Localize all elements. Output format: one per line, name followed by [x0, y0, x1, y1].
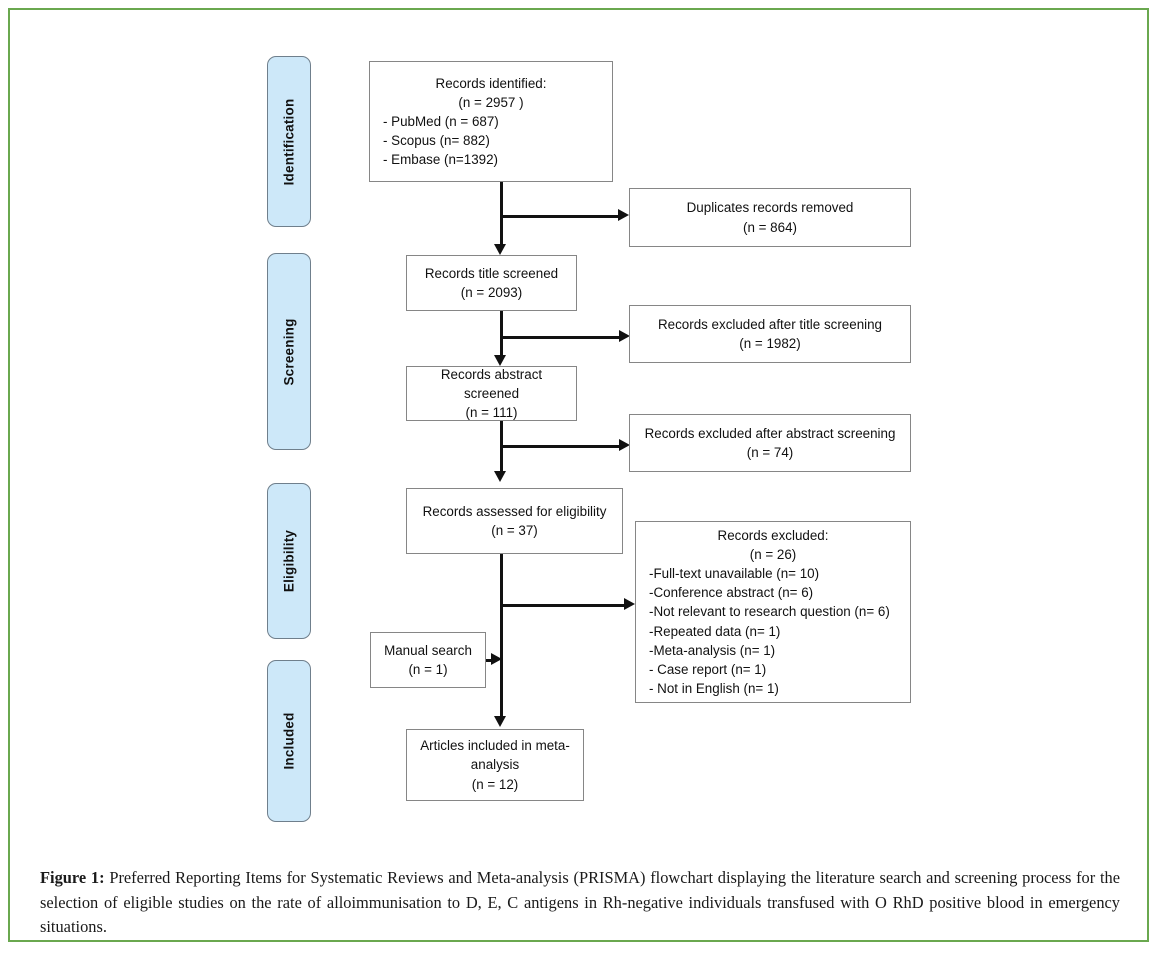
- arrow-identified-to-duplicates: [618, 209, 629, 221]
- manual-search-title: Manual search: [384, 642, 472, 658]
- abstract-screened-count: (n = 111): [465, 405, 518, 421]
- manual-search-count: (n = 1): [408, 662, 448, 677]
- arrow-eligibility-to-included: [494, 716, 506, 727]
- box-excluded-at-eligibility: Records excluded: (n = 26) -Full-text un…: [635, 521, 911, 703]
- box-abstract-screened: Records abstract screened (n = 111): [406, 366, 577, 421]
- connector-identified-to-duplicates: [500, 215, 619, 218]
- arrow-abstract-to-excluded: [619, 439, 630, 451]
- records-identified-source-scopus: - Scopus (n= 882): [383, 133, 490, 149]
- records-identified-source-embase: - Embase (n=1392): [383, 152, 498, 168]
- box-records-identified: Records identified: (n = 2957 ) - PubMed…: [369, 61, 613, 182]
- arrow-manual-search-join: [491, 653, 502, 665]
- title-screened-count: (n = 2093): [460, 285, 523, 300]
- connector-title-to-abstract: [500, 311, 503, 359]
- excluded-reason-repeated-data: -Repeated data (n= 1): [649, 623, 781, 639]
- excluded-abstract-count: (n = 74): [746, 445, 794, 460]
- stage-included-label: Included: [281, 712, 297, 770]
- excluded-reason-case-report: - Case report (n= 1): [649, 661, 767, 677]
- excluded-eligibility-count: (n = 26): [749, 547, 797, 563]
- stage-screening-label: Screening: [281, 317, 297, 386]
- stage-eligibility-label: Eligibility: [281, 529, 297, 593]
- excluded-eligibility-title: Records excluded:: [717, 528, 829, 544]
- excluded-reason-not-in-english: - Not in English (n= 1): [649, 680, 779, 696]
- connector-eligibility-to-excluded: [500, 604, 625, 607]
- stage-eligibility: Eligibility: [267, 483, 311, 639]
- excluded-reason-not-relevant: -Not relevant to research question (n= 6…: [649, 604, 890, 620]
- box-manual-search: Manual search (n = 1): [370, 632, 486, 688]
- arrow-identified-to-title: [494, 244, 506, 255]
- excluded-reason-conference-abstract: -Conference abstract (n= 6): [649, 585, 814, 601]
- stage-identification: Identification: [267, 56, 311, 227]
- records-identified-title: Records identified:: [435, 75, 547, 91]
- included-count: (n = 12): [471, 776, 519, 792]
- stage-identification-label: Identification: [281, 98, 297, 185]
- duplicates-removed-title: Duplicates records removed: [686, 200, 854, 216]
- figure-caption-label: Figure 1:: [40, 868, 105, 887]
- prisma-flowchart: Identification Screening Eligibility Inc…: [10, 10, 1147, 850]
- arrow-eligibility-to-excluded: [624, 598, 635, 610]
- excluded-title-title: Records excluded after title screening: [657, 316, 883, 332]
- connector-abstract-to-excluded: [500, 445, 620, 448]
- figure-page: Identification Screening Eligibility Inc…: [8, 8, 1149, 942]
- figure-caption: Figure 1: Preferred Reporting Items for …: [40, 866, 1120, 940]
- connector-eligibility-to-included: [500, 554, 503, 720]
- box-excluded-after-abstract: Records excluded after abstract screenin…: [629, 414, 911, 472]
- excluded-abstract-title: Records excluded after abstract screenin…: [644, 425, 896, 441]
- duplicates-removed-count: (n = 864): [743, 219, 797, 235]
- stage-included: Included: [267, 660, 311, 822]
- arrow-title-to-excluded: [619, 330, 630, 342]
- included-title-line1: Articles included in meta-: [420, 738, 570, 754]
- box-title-screened: Records title screened (n = 2093): [406, 255, 577, 311]
- records-identified-count: (n = 2957 ): [458, 94, 524, 110]
- stage-screening: Screening: [267, 253, 311, 450]
- box-assessed-for-eligibility: Records assessed for eligibility (n = 37…: [406, 488, 623, 554]
- excluded-reason-full-text: -Full-text unavailable (n= 10): [649, 566, 820, 582]
- eligibility-assessed-title: Records assessed for eligibility: [422, 503, 607, 519]
- arrow-title-to-abstract: [494, 355, 506, 366]
- records-identified-source-pubmed: - PubMed (n = 687): [383, 113, 499, 129]
- eligibility-assessed-count: (n = 37): [491, 523, 538, 538]
- figure-caption-text: Preferred Reporting Items for Systematic…: [40, 868, 1121, 937]
- title-screened-title: Records title screened: [424, 265, 559, 281]
- included-title-line2: analysis: [470, 757, 520, 773]
- arrow-abstract-to-eligibility: [494, 471, 506, 482]
- abstract-screened-title: Records abstract screened: [440, 366, 543, 401]
- box-duplicates-removed: Duplicates records removed (n = 864): [629, 188, 911, 247]
- excluded-reason-meta-analysis: -Meta-analysis (n= 1): [649, 642, 776, 658]
- box-articles-included: Articles included in meta- analysis (n =…: [406, 729, 584, 801]
- box-excluded-after-title: Records excluded after title screening (…: [629, 305, 911, 363]
- connector-title-to-excluded: [500, 336, 620, 339]
- connector-abstract-to-eligibility: [500, 421, 503, 475]
- excluded-title-count: (n = 1982): [739, 336, 801, 351]
